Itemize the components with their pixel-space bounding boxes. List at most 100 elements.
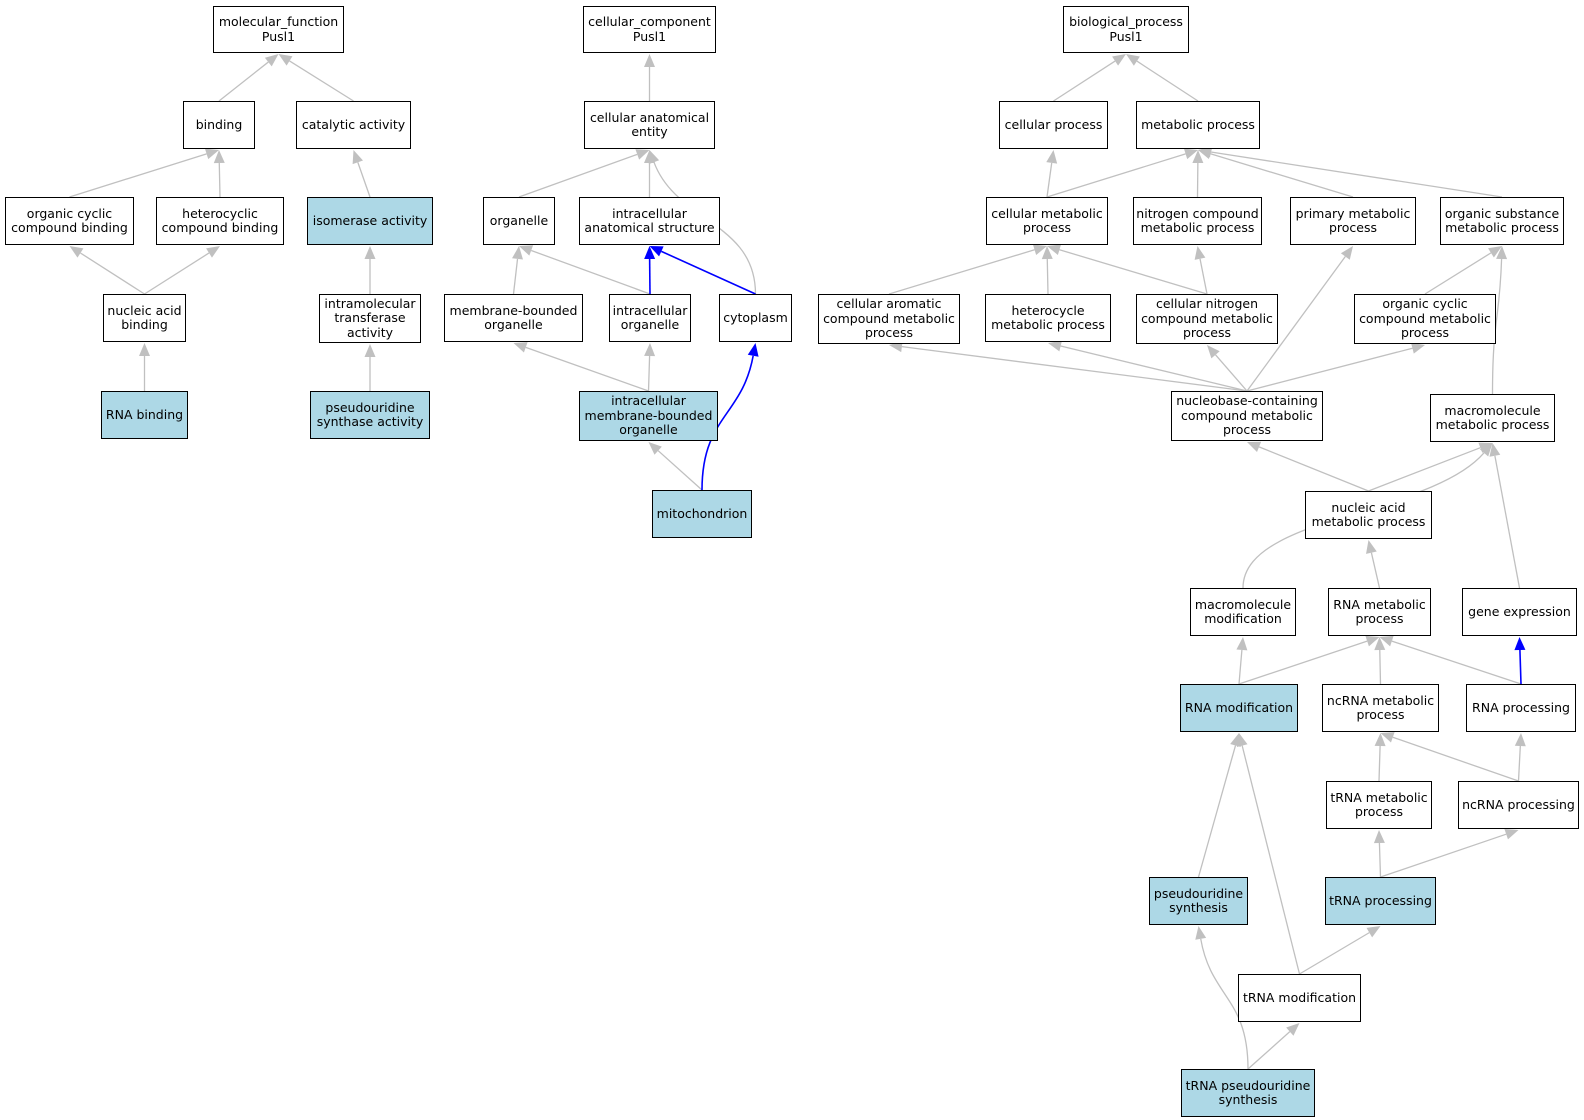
edge-ncrnamet-to-rnamet <box>1379 649 1382 685</box>
arrowhead-cae-to-cc <box>644 54 655 67</box>
go-term-io: intracellular organelle <box>609 294 691 342</box>
edge-rnaproc-to-rnamet <box>1391 640 1522 685</box>
arrowhead-cellproc-to-bp <box>1112 54 1126 66</box>
arrowhead-cellmet-to-cellproc <box>1046 150 1058 164</box>
edge-cellmet-to-metproc <box>1046 153 1186 198</box>
edge-mito-to-imbo <box>657 450 703 491</box>
edge-ncrnaproc-to-rnaproc <box>1517 745 1521 782</box>
go-term-cellproc: cellular process <box>999 101 1108 149</box>
go-term-orgcyc_bind: organic cyclic compound binding <box>5 197 134 245</box>
edge-cytoplasm-to-ias <box>661 250 756 295</box>
go-term-macromod: macromolecule modification <box>1190 588 1296 636</box>
edge-nucleobase-to-cellarom <box>901 346 1248 392</box>
go-term-trnamet: tRNA metabolic process <box>1326 781 1432 829</box>
edge-hetmet-to-cellmet <box>1046 258 1049 295</box>
go-term-mf: molecular_function Pusl1 <box>213 6 344 53</box>
arrowhead-organelle-to-cae <box>635 149 650 160</box>
arrowhead-rna_binding-to-nucacid_bind <box>139 343 150 356</box>
arrowhead-intramol-to-isomerase <box>364 246 376 259</box>
edge-trnapus-to-trnamod <box>1247 1031 1291 1070</box>
go-term-macromet: macromolecule metabolic process <box>1430 394 1555 442</box>
go-term-primmet: primary metabolic process <box>1290 197 1416 245</box>
arrowhead-ncrnaproc-to-ncrnamet <box>1380 732 1395 743</box>
edge-mbo-to-organelle <box>512 258 519 295</box>
edge-io-to-organelle <box>530 249 651 295</box>
edge-nucleobase-to-hetmet <box>1060 345 1248 392</box>
go-term-rnaproc: RNA processing <box>1466 684 1576 732</box>
go-term-mbo: membrane-bounded organelle <box>444 294 583 342</box>
arrowhead-nitromet-to-metproc <box>1192 150 1204 164</box>
edge-imbo-to-mbo <box>525 346 649 392</box>
go-term-nucacid_bind: nucleic acid binding <box>103 294 186 342</box>
go-term-trnamod: tRNA modification <box>1238 974 1361 1022</box>
arrowhead-macromod-to-macromet <box>1479 443 1493 457</box>
arrowhead-orgcycmet-to-orgsubmet <box>1488 246 1502 258</box>
arrowhead-cellarom-to-cellmet <box>1032 244 1047 256</box>
go-term-rnamod: RNA modification <box>1180 684 1298 732</box>
arrowhead-nucacid_bind-to-orgcyc_bind <box>69 246 84 258</box>
edge-imbo-to-io <box>647 355 651 392</box>
arrowhead-cellmet-to-metproc <box>1183 148 1198 160</box>
arrowhead-cytoplasm-to-cae <box>648 150 660 165</box>
arrowhead-cytoplasm-to-ias <box>649 246 664 257</box>
arrowhead-mito-to-cytoplasm <box>747 343 759 357</box>
edge-trnaproc-to-ncrnaproc <box>1380 833 1507 878</box>
go-term-hetmet: heterocycle metabolic process <box>985 294 1111 342</box>
go-term-isomerase: isomerase activity <box>307 197 433 245</box>
edge-nucleobase-to-cellnitro <box>1215 354 1248 392</box>
edge-ncrnaproc-to-ncrnamet <box>1392 736 1519 782</box>
edge-primmet-to-metproc <box>1210 153 1354 198</box>
edge-orgcycmet-to-orgsubmet <box>1424 252 1492 295</box>
go-term-imbo: intracellular membrane-bounded organelle <box>579 391 718 441</box>
edge-orgcyc_bind-to-binding <box>69 153 207 198</box>
go-term-orgcycmet: organic cyclic compound metabolic proces… <box>1354 294 1496 344</box>
edge-nucacidmet-to-macromet <box>1368 447 1481 492</box>
edge-nucleobase-to-primmet <box>1246 256 1346 392</box>
arrowhead-pus_activity-to-intramol <box>364 344 376 357</box>
arrowhead-trnapus-to-pusynth <box>1195 926 1207 940</box>
arrowhead-mito-to-imbo <box>648 442 662 455</box>
edge-trnamod-to-rnamod <box>1241 745 1301 975</box>
arrowhead-nucleobase-to-primmet <box>1340 246 1353 260</box>
arrowhead-rnamod-to-rnamet <box>1365 635 1380 647</box>
edge-trnamod-to-trnaproc <box>1299 932 1370 975</box>
edge-trnapus-to-pusynth <box>1200 938 1249 1070</box>
edge-binding-to-mf <box>218 61 269 102</box>
arrowhead-io-to-organelle <box>519 245 534 256</box>
arrowhead-trnamet-to-ncrnamet <box>1374 733 1386 747</box>
edge-macromet-to-orgsubmet <box>1491 258 1503 395</box>
arrowhead-macromet-to-orgsubmet <box>1496 246 1508 260</box>
arrowhead-trnamod-to-rnamod <box>1236 733 1248 747</box>
edge-metproc-to-bp <box>1136 60 1199 102</box>
go-term-cae: cellular anatomical entity <box>584 101 715 149</box>
go-term-cellnitro: cellular nitrogen compound metabolic pro… <box>1136 294 1278 344</box>
edge-trnaproc-to-trnamet <box>1378 842 1382 878</box>
edge-catalytic-to-mf <box>289 60 354 102</box>
arrowhead-io-to-ias <box>644 246 656 260</box>
go-term-nitromet: nitrogen compound metabolic process <box>1133 197 1262 245</box>
arrowhead-nucleobase-to-cellnitro <box>1207 345 1220 359</box>
edge-hetcyc_bind-to-binding <box>218 162 221 198</box>
edge-cellnitro-to-cellmet <box>1059 249 1208 295</box>
go-term-ias: intracellular anatomical structure <box>579 197 720 245</box>
go-term-rna_binding: RNA binding <box>101 391 188 439</box>
go-term-rnamet: RNA metabolic process <box>1328 588 1431 636</box>
edge-rnaproc-to-geneexp <box>1519 649 1522 685</box>
arrowhead-cellnitro-to-cellmet <box>1047 244 1062 256</box>
arrowhead-ncrnaproc-to-rnaproc <box>1514 733 1526 747</box>
edge-pusynth-to-rnamod <box>1197 745 1237 878</box>
arrowhead-metproc-to-bp <box>1126 54 1140 66</box>
edge-cellmet-to-cellproc <box>1046 162 1053 198</box>
go-term-intramol: intramolecular transferase activity <box>319 294 421 343</box>
go-term-cc: cellular_component Pusl1 <box>583 6 716 53</box>
edge-cellproc-to-bp <box>1053 60 1116 102</box>
arrowhead-orgsubmet-to-metproc <box>1198 146 1212 158</box>
go-term-pusynth: pseudouridine synthesis <box>1149 877 1248 925</box>
go-term-ncrnaproc: ncRNA processing <box>1458 781 1579 829</box>
arrowhead-cellnitro-to-nitromet <box>1194 246 1206 260</box>
arrowhead-rnaproc-to-rnamet <box>1379 635 1394 647</box>
arrowhead-ncrnamet-to-rnamet <box>1374 637 1386 651</box>
arrowhead-nucacidmet-to-nucleobase <box>1247 441 1262 452</box>
go-term-nucleobase: nucleobase-containing compound metabolic… <box>1171 391 1323 441</box>
